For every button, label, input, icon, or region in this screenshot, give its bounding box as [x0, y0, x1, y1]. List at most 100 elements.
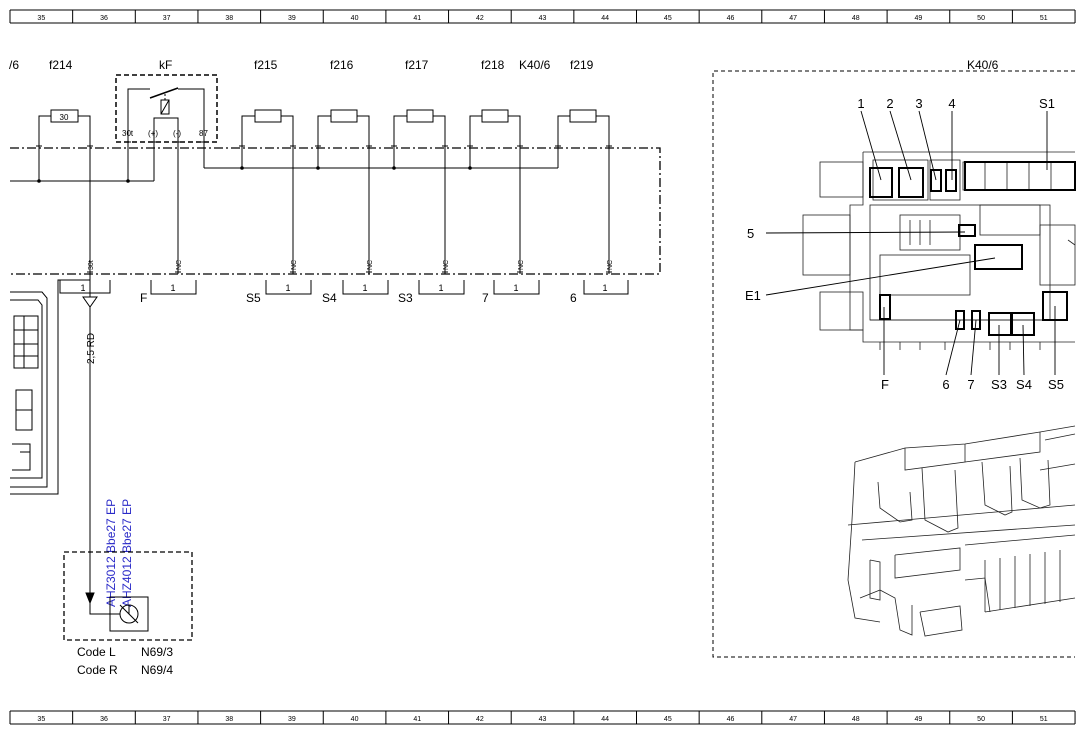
code-l-id: N69/3 — [141, 645, 173, 659]
grid-column-label: 43 — [539, 716, 547, 723]
connector-s4-pin: 1 — [362, 283, 367, 293]
code-r-label: Code R — [77, 663, 118, 677]
grid-column-label: 36 — [100, 15, 108, 22]
callout-7: 7 — [967, 377, 974, 392]
callout-s5: S5 — [1048, 377, 1064, 392]
grid-column-label: 51 — [1040, 15, 1048, 22]
connector-s4 — [342, 280, 389, 295]
connector-6-pin: 1 — [602, 283, 607, 293]
ahz-line-2: AHZ4012 Bbe27 EP — [120, 499, 134, 607]
connector-f — [150, 280, 197, 295]
grid-column-label: 42 — [476, 716, 484, 723]
fuse-f217 — [393, 109, 446, 148]
connector-f-pin: 1 — [170, 283, 175, 293]
callout-3: 3 — [915, 96, 922, 111]
code-l-label: Code L — [77, 645, 116, 659]
grid-column-label: 45 — [664, 15, 672, 22]
label-f214: f214 — [49, 58, 73, 72]
grid-column-label: 36 — [100, 716, 108, 723]
grid-column-label: 50 — [977, 15, 985, 22]
grid-column-label: 37 — [163, 716, 171, 723]
grid-column-label: 38 — [225, 15, 233, 22]
grid-column-label: 44 — [601, 15, 609, 22]
callout-e1: E1 — [745, 288, 761, 303]
k40-panel — [712, 70, 1075, 658]
grid-column-label: 49 — [915, 15, 923, 22]
label-f217: f217 — [405, 58, 429, 72]
connector-f-name: F — [140, 291, 147, 305]
connector-s3-name: S3 — [398, 291, 413, 305]
fuse-f215 — [241, 109, 294, 148]
label-f219: f219 — [570, 58, 594, 72]
relay-pin-30t: 30t — [122, 129, 134, 138]
grid-column-label: 47 — [789, 15, 797, 22]
relay-pin-87: 87 — [199, 129, 208, 138]
callout-lines — [765, 110, 1056, 376]
pin-ticks — [36, 141, 612, 273]
grid-column-label: 35 — [37, 15, 45, 22]
fuse-f219 — [557, 109, 610, 148]
grid-column-label: 44 — [601, 716, 609, 723]
connector-7-pin: 1 — [513, 283, 518, 293]
grid-column-label: 40 — [351, 15, 359, 22]
callout-5: 5 — [747, 226, 754, 241]
label-kf: kF — [159, 58, 172, 72]
callout-s3: S3 — [991, 377, 1007, 392]
pin-label-nc: NC — [607, 260, 614, 270]
label-f216: f216 — [330, 58, 354, 72]
relay-pin-plus: (+) — [148, 129, 158, 138]
connector-6-name: 6 — [570, 291, 577, 305]
grid-column-label: 46 — [727, 15, 735, 22]
pin-label-30t: 30t — [88, 260, 95, 270]
callout-s4: S4 — [1016, 377, 1032, 392]
pin-label-nc: NC — [176, 260, 183, 270]
connector-s5-pin: 1 — [285, 283, 290, 293]
relay-pin-minus: (-) — [173, 129, 181, 138]
fuse-box-3d-drawing — [847, 425, 1076, 637]
grid-column-label: 37 — [163, 15, 171, 22]
wire-2-5-rd — [82, 274, 98, 605]
fuse-box-highlights — [869, 161, 1076, 336]
pin-label-nc: NC — [291, 260, 298, 270]
grid-column-label: 40 — [351, 716, 359, 723]
grid-column-label: 38 — [225, 716, 233, 723]
pin-label-nc: NC — [367, 260, 374, 270]
connector-30t-pin: 1 — [80, 283, 85, 293]
grid-column-label: 47 — [789, 716, 797, 723]
connector-s3-pin: 1 — [438, 283, 443, 293]
grid-column-label: 35 — [37, 716, 45, 723]
label-k40-6: K40/6 — [519, 58, 551, 72]
component-n69 — [63, 551, 193, 641]
pin-label-nc: NC — [518, 260, 525, 270]
connector-6 — [583, 280, 629, 295]
grid-column-label: 46 — [727, 716, 735, 723]
fuse-f216 — [317, 109, 370, 148]
callout-s1: S1 — [1039, 96, 1055, 111]
grid-column-label: 41 — [413, 716, 421, 723]
connector-7-name: 7 — [482, 291, 489, 305]
grid-column-label: 50 — [977, 716, 985, 723]
grid-column-label: 45 — [664, 716, 672, 723]
fuse-f218 — [469, 109, 521, 148]
module-boundary — [10, 147, 661, 275]
grid-column-label: 42 — [476, 15, 484, 22]
k40-panel-title: K40/6 — [967, 58, 999, 72]
grid-column-label: 48 — [852, 716, 860, 723]
connector-s3 — [418, 280, 465, 295]
label-f215: f215 — [254, 58, 278, 72]
partial-label: /6 — [9, 58, 19, 72]
connector-7 — [493, 280, 540, 295]
callout-4: 4 — [948, 96, 955, 111]
connector-s5 — [265, 280, 312, 295]
junction-dots — [37, 166, 472, 183]
label-f218: f218 — [481, 58, 505, 72]
connector-s4-name: S4 — [322, 291, 337, 305]
left-partial-component — [10, 279, 90, 495]
callout-6: 6 — [942, 377, 949, 392]
connector-s5-name: S5 — [246, 291, 261, 305]
grid-column-label: 48 — [852, 15, 860, 22]
wire-label: 2,5 RD — [86, 333, 97, 364]
callout-1: 1 — [857, 96, 864, 111]
